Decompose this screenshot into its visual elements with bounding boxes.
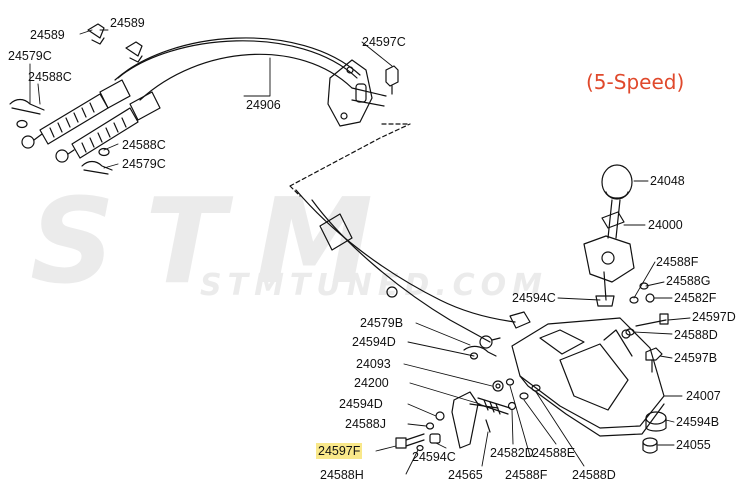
label-24597f-highlighted: 24597F bbox=[316, 443, 363, 459]
washer-24588d-bottom bbox=[531, 384, 541, 392]
label-24000: 24000 bbox=[648, 218, 683, 232]
bolt-24597f bbox=[395, 433, 425, 449]
washer-top bbox=[16, 119, 28, 129]
cable-clip-right bbox=[125, 41, 143, 63]
bushing-24594b bbox=[645, 411, 667, 432]
label-24594d-bottom: 24594D bbox=[339, 397, 383, 411]
label-24579c-bottom: 24579C bbox=[122, 157, 166, 171]
label-24588f-right: 24588F bbox=[656, 255, 699, 269]
nut-24582d bbox=[507, 401, 517, 411]
label-24588f-bottom: 24588F bbox=[505, 468, 548, 482]
label-24588j: 24588J bbox=[345, 417, 387, 431]
label-24007: 24007 bbox=[686, 389, 721, 403]
label-24055: 24055 bbox=[676, 438, 711, 452]
select-lever-24200 bbox=[451, 391, 511, 449]
bolt-24597d bbox=[635, 313, 669, 327]
label-24589-right: 24589 bbox=[110, 16, 145, 30]
washer-24588e bbox=[519, 392, 529, 400]
label-24594d-top: 24594D bbox=[352, 335, 396, 349]
bolt-24597b bbox=[645, 347, 663, 373]
cable-end-boot-lower bbox=[55, 91, 161, 163]
detail-leader-box bbox=[289, 123, 411, 197]
retaining-pin-top bbox=[9, 98, 45, 115]
transmission-type-caption: (5-Speed) bbox=[586, 70, 685, 94]
retaining-pin-bottom bbox=[81, 160, 113, 175]
bushing-24594d-bottom bbox=[435, 411, 445, 421]
nut-24582f bbox=[645, 293, 655, 303]
label-24597d: 24597D bbox=[692, 310, 736, 324]
label-24579c-top: 24579C bbox=[8, 49, 52, 63]
cable-firewall-bracket bbox=[327, 59, 387, 127]
nut-24093 bbox=[492, 380, 504, 392]
label-24588c-top: 24588C bbox=[28, 70, 72, 84]
washer-24588f-right bbox=[629, 296, 639, 304]
label-24579b: 24579B bbox=[360, 316, 404, 330]
shift-knob bbox=[601, 164, 633, 200]
cable-end-boot-upper bbox=[21, 79, 131, 149]
lower-cable-run bbox=[295, 189, 531, 349]
label-24588e: 24588E bbox=[532, 446, 576, 460]
label-24594c-right: 24594C bbox=[512, 291, 556, 305]
label-24565: 24565 bbox=[448, 468, 483, 482]
watermark-tagline: STMTUNED.COM bbox=[200, 268, 549, 303]
label-24200: 24200 bbox=[354, 376, 389, 390]
leader-lines bbox=[29, 29, 691, 475]
pin-24565 bbox=[485, 419, 491, 433]
bracket-bolt-24597c bbox=[385, 65, 399, 95]
label-24588c-bottom: 24588C bbox=[122, 138, 166, 152]
label-24588d-right: 24588D bbox=[674, 328, 718, 342]
part-24055 bbox=[642, 437, 658, 454]
bushing-24594c-bottom bbox=[429, 433, 441, 444]
shifter-base-housing bbox=[511, 317, 665, 437]
label-24588h: 24588H bbox=[320, 468, 364, 482]
shift-lever bbox=[601, 199, 625, 239]
label-24588g: 24588G bbox=[666, 274, 711, 288]
cable-clip-left bbox=[87, 23, 105, 45]
label-24594c-bottom: 24594C bbox=[412, 450, 456, 464]
label-24589-left: 24589 bbox=[30, 28, 65, 42]
label-24597b: 24597B bbox=[674, 351, 718, 365]
label-24093: 24093 bbox=[356, 357, 391, 371]
label-24597c: 24597C bbox=[362, 35, 406, 49]
shift-cable-pair bbox=[114, 37, 361, 101]
washer-24588h bbox=[416, 444, 424, 452]
pin-24579b bbox=[463, 345, 497, 357]
washer-24588j bbox=[425, 422, 435, 430]
lever-pivot-housing bbox=[583, 235, 635, 307]
label-24906: 24906 bbox=[246, 98, 281, 112]
label-24594b: 24594B bbox=[676, 415, 720, 429]
washer-24588f-bottom bbox=[505, 378, 515, 386]
label-24588d-bottom: 24588D bbox=[572, 468, 616, 482]
washer-bottom bbox=[98, 147, 110, 157]
label-24582d: 24582D bbox=[490, 446, 534, 460]
label-24582f: 24582F bbox=[674, 291, 717, 305]
watermark-logo: STM bbox=[30, 172, 403, 310]
bushing-24594d-top bbox=[469, 352, 479, 360]
label-24048: 24048 bbox=[650, 174, 685, 188]
